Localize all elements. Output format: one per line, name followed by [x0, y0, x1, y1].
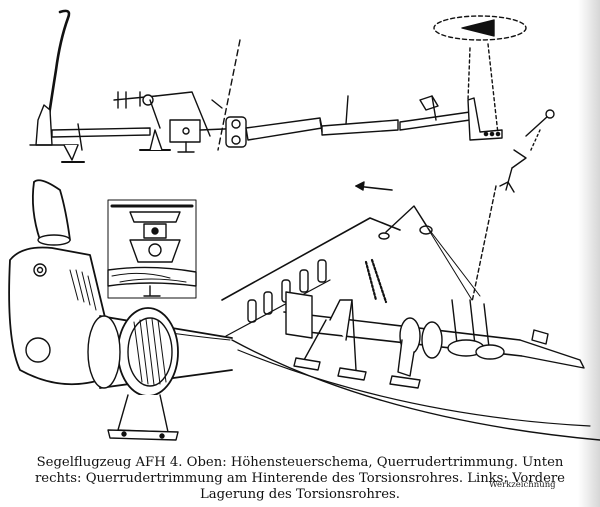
- aileron-trim-detail: [221, 185, 600, 441]
- figure-caption: Segelflugzeug AFH 4. Oben: Höhensteuersc…: [30, 455, 570, 503]
- credit-label: Werkzeichnung: [489, 480, 556, 490]
- elevator-control-schematic: [29, 9, 555, 193]
- bearing-section-detail: [107, 199, 197, 299]
- forward-bearing-detail: [8, 179, 233, 441]
- direction-arrow: [355, 181, 393, 191]
- scan-edge-shading: [578, 0, 600, 507]
- caption-line-1: Segelflugzeug AFH 4. Oben: Höhensteuersc…: [36, 455, 564, 470]
- caption-line-2: rechts: Querrudertrimmung am Hinterende …: [35, 471, 565, 486]
- caption-line-3: Lagerung des Torsionsrohres.: [199, 487, 400, 502]
